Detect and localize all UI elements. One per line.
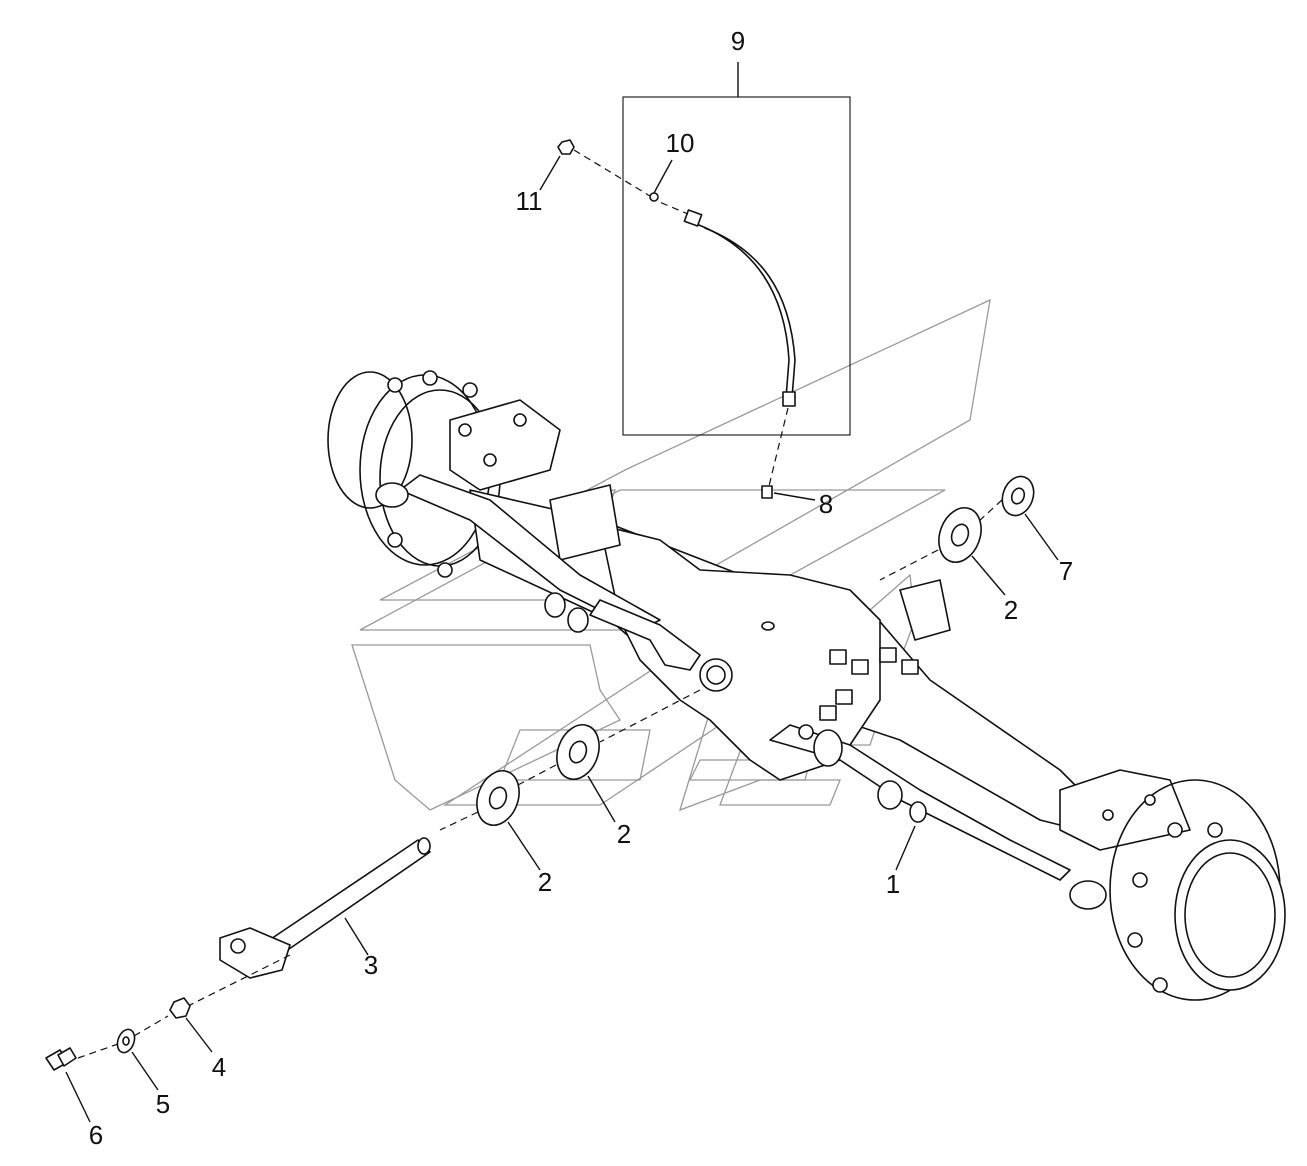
callout-6: 6 (89, 1120, 103, 1150)
nut-11 (557, 139, 651, 197)
callout-11: 11 (516, 186, 543, 216)
callouts: 9 10 11 8 7 2 2 2 1 3 4 5 6 (89, 26, 1073, 1150)
callout-7: 7 (1059, 556, 1073, 586)
washers (439, 475, 1035, 831)
callout-8: 8 (819, 489, 833, 519)
washer-5 (116, 1028, 136, 1054)
left-wheel-hub (327, 370, 561, 578)
callout-4: 4 (212, 1052, 226, 1082)
callout-2-right: 2 (1004, 595, 1018, 625)
kit-box-9 (622, 96, 851, 436)
callout-5: 5 (156, 1089, 170, 1119)
steering-cylinder-1 (375, 474, 1107, 910)
callout-2-left: 2 (538, 867, 552, 897)
leader-lines (65, 155, 1059, 1123)
fitting-10 (649, 192, 659, 202)
nut-4 (169, 997, 191, 1019)
hose-assembly (649, 197, 796, 491)
callout-10: 10 (666, 128, 695, 158)
callout-1: 1 (886, 869, 900, 899)
callout-3: 3 (364, 950, 378, 980)
callout-9: 9 (731, 26, 745, 56)
pivot-pin-3 (179, 837, 431, 1011)
callout-2-middle: 2 (617, 819, 631, 849)
right-wheel-hub (1059, 769, 1286, 1001)
fitting-8 (761, 485, 773, 499)
bolt-6 (45, 1015, 169, 1071)
axle-housing (469, 484, 1091, 831)
